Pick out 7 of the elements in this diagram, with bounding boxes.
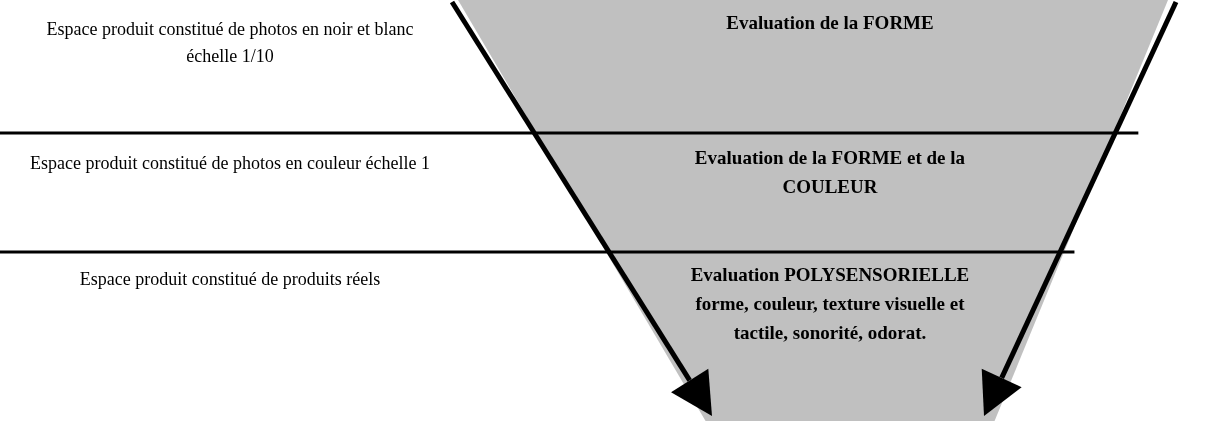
- band-heading: Evaluation de la FORME: [725, 11, 935, 35]
- row-label: Espace produit constitué de photos en noir et blanc échelle 1/10: [45, 18, 415, 68]
- band-heading: Evaluation de la FORME et de la COULEUR: [693, 146, 967, 199]
- band-heading: Evaluation POLYSENSORIELLE: [689, 263, 971, 287]
- row-label: Espace produit constitué de photos en couleur échelle 1: [30, 152, 430, 175]
- band-text: forme, couleur, texture visuelle et tactile, sonorité, odorat.: [694, 292, 966, 345]
- row-label: Espace produit constitué de produits réels: [78, 268, 382, 291]
